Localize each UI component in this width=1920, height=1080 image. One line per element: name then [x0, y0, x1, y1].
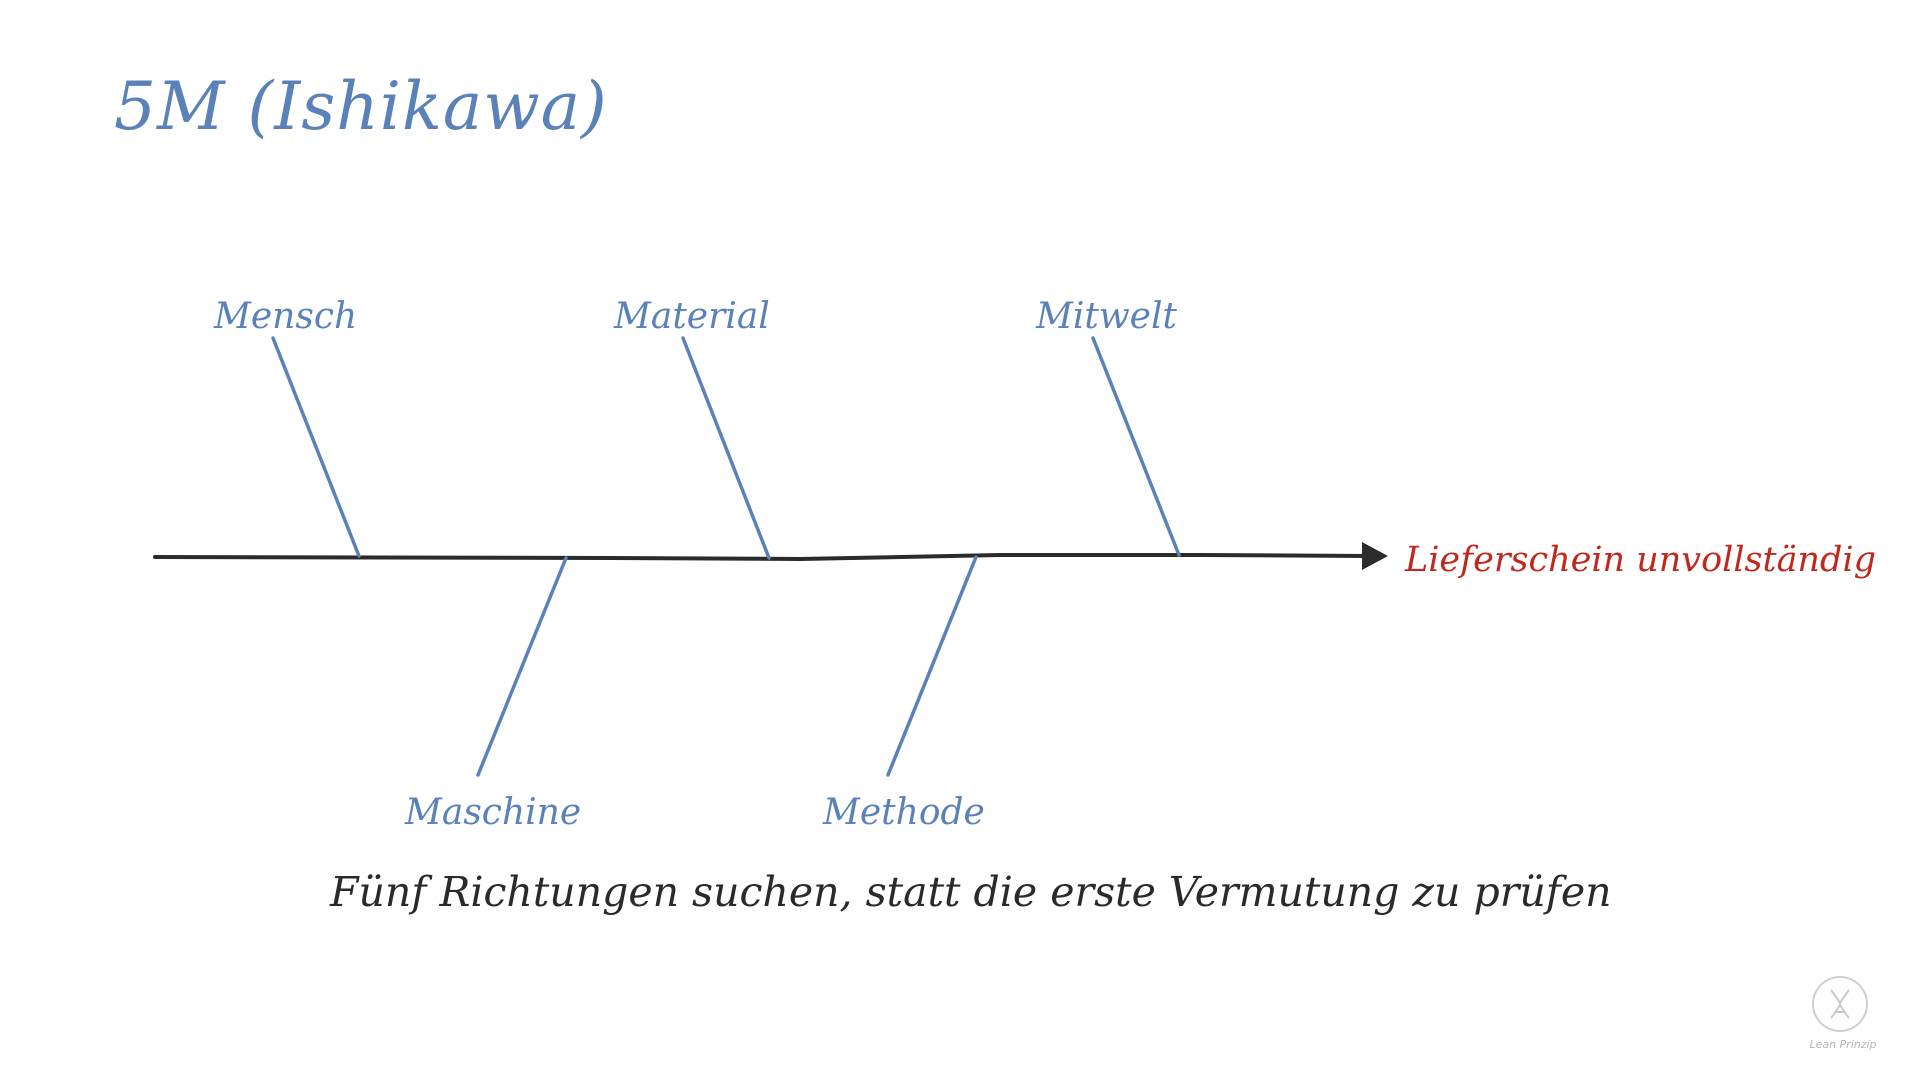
hourglass-icon: [1830, 989, 1850, 1019]
category-label-methode: Methode: [823, 792, 985, 833]
effect-label: Lieferschein unvollständig: [1405, 540, 1876, 580]
category-label-mitwelt: Mitwelt: [1036, 296, 1177, 337]
bone-material: [681, 336, 771, 560]
bone-mensch: [271, 336, 361, 558]
bone-maschine: [476, 556, 568, 777]
logo-circle: [1812, 976, 1868, 1032]
category-label-material: Material: [614, 296, 770, 337]
caption-text: Fünf Richtungen suchen, statt die erste …: [330, 868, 1612, 916]
category-label-maschine: Maschine: [405, 792, 582, 833]
logo-text: Lean Prinzip: [1809, 1038, 1877, 1051]
category-label-mensch: Mensch: [214, 296, 358, 337]
page-title: 5M (Ishikawa): [114, 68, 608, 145]
spine-line: [153, 553, 1370, 562]
bone-mitwelt: [1091, 336, 1181, 557]
bone-methode: [886, 555, 978, 777]
lean-prinzip-logo: Lean Prinzip: [1788, 976, 1898, 1056]
spine-arrowhead: [1362, 542, 1388, 570]
